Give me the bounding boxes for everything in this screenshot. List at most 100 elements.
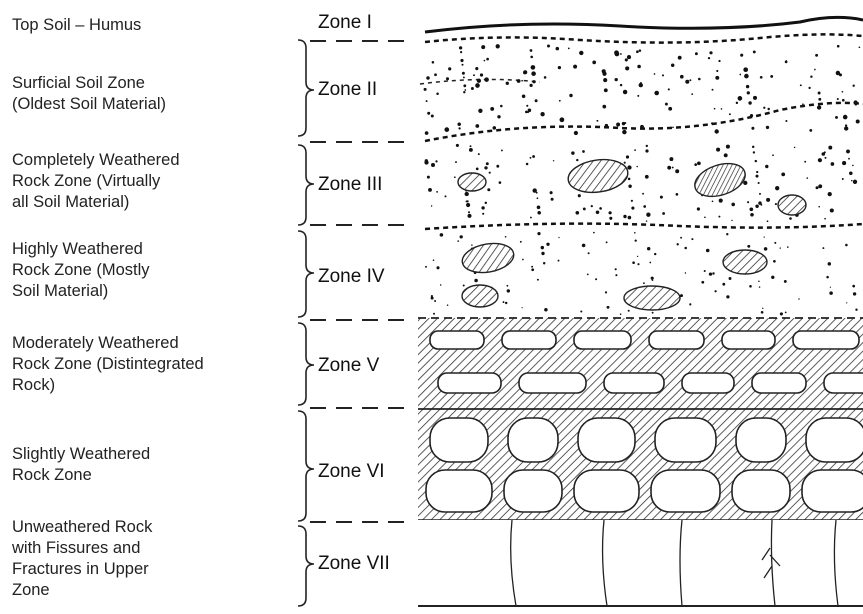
soil-dot <box>706 249 710 253</box>
soil-dot <box>435 160 437 162</box>
soil-dot <box>740 54 743 57</box>
soil-dot <box>785 312 787 314</box>
soil-dot <box>440 233 444 237</box>
soil-dot <box>517 79 521 83</box>
zone-6-rock-block <box>802 470 863 512</box>
soil-dot <box>507 289 510 292</box>
soil-dot <box>551 198 554 201</box>
soil-dot <box>712 200 714 202</box>
soil-dot <box>640 84 643 87</box>
soil-dot <box>651 277 654 280</box>
soil-dot <box>675 169 679 173</box>
zone-5-rock-block <box>574 331 631 349</box>
soil-dot <box>852 285 855 288</box>
soil-dot <box>697 161 701 165</box>
soil-dot <box>631 207 634 210</box>
soil-dot <box>620 313 622 315</box>
soil-dot <box>767 108 769 110</box>
soil-dot <box>532 80 535 83</box>
soil-dot <box>493 126 497 130</box>
soil-dot <box>500 105 503 108</box>
soil-dot <box>471 87 474 90</box>
soil-dot <box>853 292 856 295</box>
soil-dot <box>835 116 838 119</box>
soil-dot <box>667 166 671 170</box>
soil-dot <box>571 151 574 154</box>
soil-dot <box>486 58 489 61</box>
soil-dot <box>646 145 648 147</box>
soil-dot <box>853 85 855 87</box>
soil-dot <box>747 201 749 203</box>
soil-dot <box>543 262 545 264</box>
soil-dot <box>764 247 768 251</box>
soil-dot <box>434 73 437 76</box>
zone-5-rock-block <box>502 331 556 349</box>
soil-dot <box>818 92 821 95</box>
soil-dot <box>842 91 844 93</box>
soil-dot <box>460 235 463 238</box>
soil-dot <box>614 50 619 55</box>
soil-dot <box>719 199 723 203</box>
soil-dot <box>649 262 651 264</box>
soil-dot <box>460 59 463 62</box>
soil-dot <box>525 111 528 114</box>
soil-dot <box>634 149 636 151</box>
soil-dot <box>615 268 617 270</box>
soil-dot <box>505 236 507 238</box>
soil-dot <box>726 145 730 149</box>
soil-dot <box>602 72 606 76</box>
soil-dot <box>846 302 847 303</box>
soil-dot <box>521 80 523 82</box>
soil-dot <box>496 44 500 48</box>
soil-dot <box>608 211 611 214</box>
soil-dot <box>662 212 665 215</box>
soil-dot <box>464 89 466 91</box>
soil-dot <box>615 78 618 81</box>
soil-dot <box>484 77 489 82</box>
soil-dot <box>758 182 760 184</box>
soil-dot <box>691 238 693 240</box>
soil-dot <box>466 200 468 202</box>
soil-dot <box>684 247 687 250</box>
soil-dot <box>478 109 482 113</box>
soil-dot <box>461 64 463 66</box>
soil-dot <box>603 78 607 82</box>
zone-6-rock-block <box>574 470 639 512</box>
soil-dot <box>689 79 691 81</box>
soil-dot <box>481 45 485 49</box>
soil-dot <box>731 203 735 207</box>
soil-dot <box>818 98 821 101</box>
soil-dot <box>602 105 606 109</box>
soil-dot <box>473 74 475 76</box>
soil-dot <box>729 277 732 280</box>
soil-dot <box>685 272 686 273</box>
soil-dot <box>760 76 763 79</box>
soil-dot <box>822 152 826 156</box>
soil-dot <box>532 155 535 158</box>
soil-dot <box>637 263 639 265</box>
soil-dot <box>550 191 553 194</box>
soil-dot <box>709 272 712 275</box>
soil-dot <box>770 75 773 78</box>
soil-dot <box>605 124 608 127</box>
zone-6-rock-block <box>426 470 492 512</box>
soil-dot <box>455 161 457 163</box>
soil-dot <box>523 71 526 74</box>
soil-dot <box>465 192 469 196</box>
zone-6-rock-block <box>736 418 786 462</box>
soil-dot <box>444 195 446 197</box>
soil-dot <box>636 50 639 53</box>
soil-dot <box>750 213 754 217</box>
soil-dot <box>595 278 597 280</box>
soil-dot <box>454 176 456 178</box>
soil-dot <box>433 313 435 315</box>
soil-dot <box>818 158 822 162</box>
soil-dot <box>485 202 487 204</box>
soil-dot <box>625 66 629 70</box>
soil-dot <box>436 266 439 269</box>
zone-6-rock-block <box>430 418 488 462</box>
soil-dot <box>766 198 770 202</box>
soil-dot <box>751 127 754 130</box>
soil-dot <box>530 157 532 159</box>
soil-dot <box>482 213 484 215</box>
